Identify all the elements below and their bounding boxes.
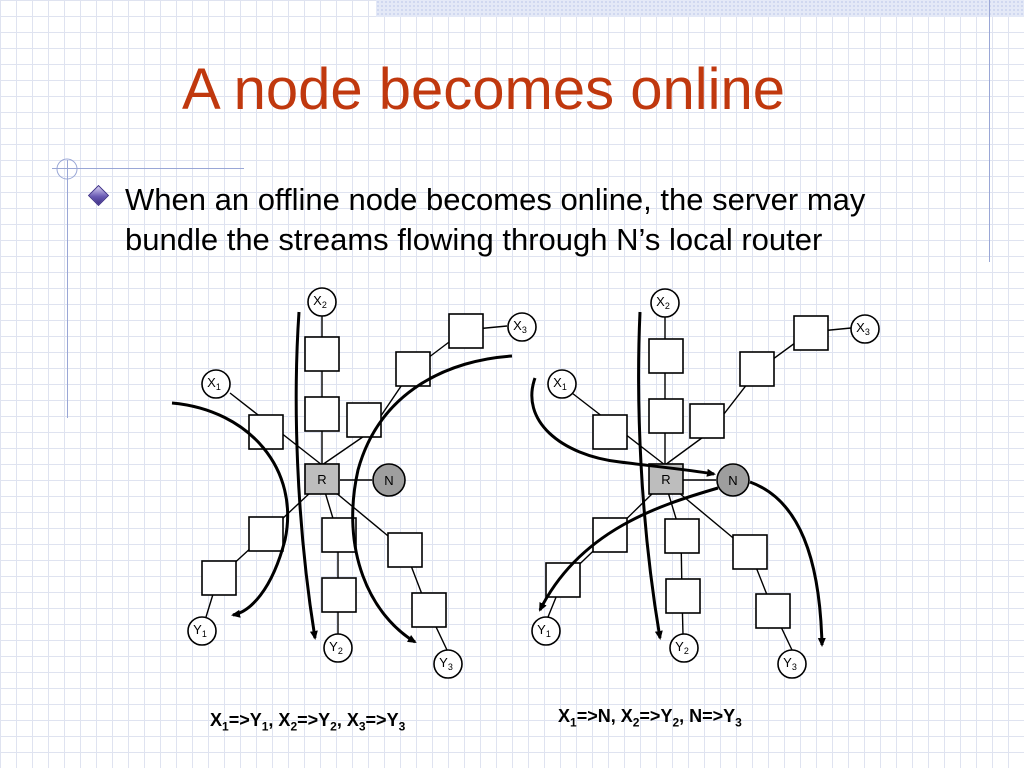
caption-subscript: 2 [672,715,680,730]
caption-text: , X [268,710,291,730]
stream-arrows [530,311,826,647]
caption-text: =>Y [639,706,673,726]
endpoint-circles [531,288,880,679]
caption-text: , X [336,710,359,730]
caption-text: X [210,710,223,730]
relay-squares [201,313,484,628]
caption-text: =>Y [365,710,399,730]
router-label: R [317,472,326,487]
caption-text: X [558,706,571,726]
node-label-x3: X3 [856,320,870,337]
node-label-y1: Y1 [537,622,551,639]
stream-x2-y2 [637,311,663,640]
caption-right: X1=>N, X2=>Y2, N=>Y3 [558,706,742,730]
node-label-x1: X1 [553,375,567,392]
stream-x1-n [530,377,716,477]
caption-subscript: 3 [358,719,366,734]
decorative-top-band [376,0,1024,17]
node-label-y2: Y2 [329,639,343,656]
node-label-y3: Y3 [439,655,453,672]
n-node [372,463,406,497]
diagram-left: R N X2 X3 X1 Y1 Y2 Y3 [171,287,537,679]
caption-subscript: 3 [735,715,742,730]
stream-x3-y3 [351,354,513,644]
decorative-circle [56,158,78,180]
stream-x1-y1 [171,401,290,618]
diagram-right: R N X2 X3 X1 Y1 Y2 Y3 [530,288,880,679]
caption-subscript: 3 [398,719,406,734]
caption-text: , N=>Y [679,706,736,726]
caption-text: =>Y [297,710,331,730]
caption-left: X1=>Y1, X2=>Y2, X3=>Y3 [210,710,405,734]
caption-text: =>N, X [576,706,633,726]
endpoint-labels: X2 X3 X1 Y1 Y2 Y3 [193,293,527,672]
relay-squares [545,315,829,629]
node-label-x3: X3 [513,318,527,335]
node-label-y2: Y2 [675,639,689,656]
stream-n-y3 [749,480,826,647]
node-label-x2: X2 [313,293,327,310]
caption-subscript: 1 [261,719,269,734]
n-label: N [384,473,393,488]
bullet-text: When an offline node becomes online, the… [125,182,866,257]
node-label-x1: X1 [207,375,221,392]
stream-x2-y2 [294,311,318,640]
decorative-left-hline [52,168,244,169]
slide-title: A node becomes online [182,57,785,122]
n-label: N [728,473,737,488]
router-node [304,463,340,495]
endpoint-labels: X2 X3 X1 Y1 Y2 Y3 [537,294,870,672]
caption-subscript: 2 [290,719,298,734]
caption-text: =>Y [228,710,262,730]
node-label-y1: Y1 [193,622,207,639]
stream-n-y1 [538,486,719,612]
decorative-right-line [989,0,990,262]
caption-subscript: 2 [330,719,337,734]
router-label: R [661,472,670,487]
stream-arrows [171,311,513,644]
endpoint-circles [187,287,537,679]
node-label-y3: Y3 [783,655,797,672]
caption-subscript: 2 [632,715,640,730]
decorative-left-line [67,160,68,418]
node-label-x2: X2 [656,294,670,311]
n-node [716,463,750,497]
caption-subscript: 1 [570,715,577,730]
caption-subscript: 1 [222,719,229,734]
